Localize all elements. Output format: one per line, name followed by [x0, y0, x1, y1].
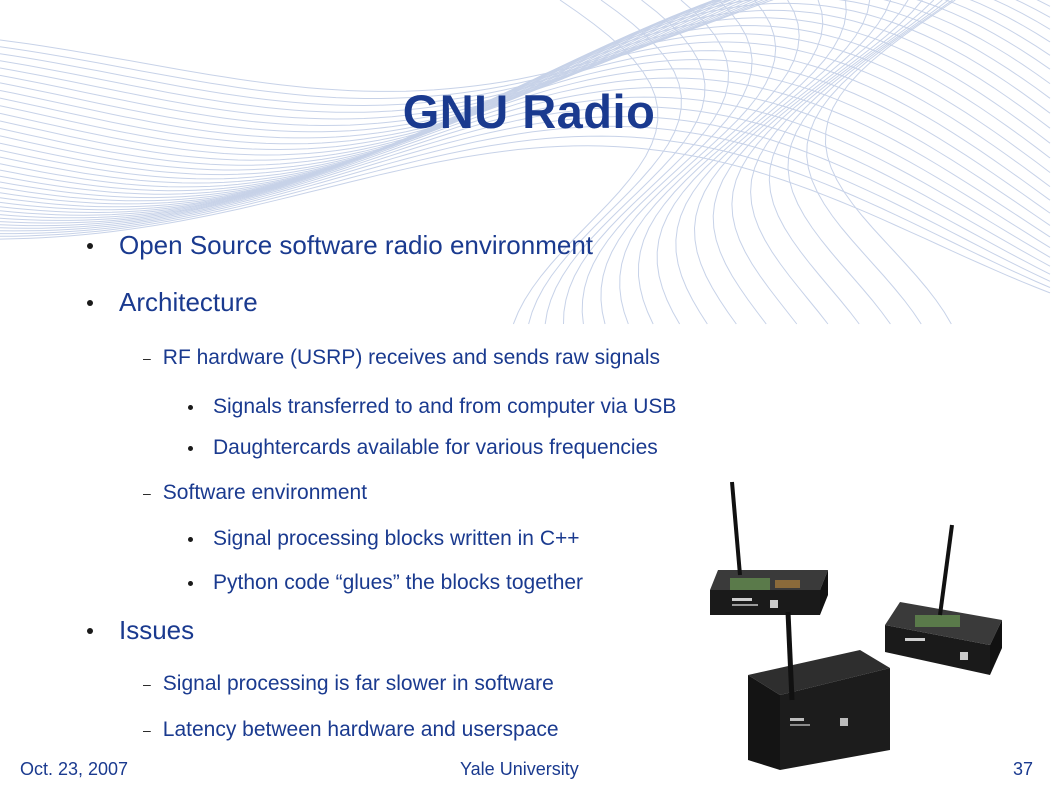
bullet-text: Open Source software radio environment: [119, 230, 594, 260]
wave-line: [656, 0, 847, 325]
wave-line: [0, 33, 1051, 208]
slide-title: GNU Radio: [402, 85, 656, 138]
wave-line: [600, 0, 777, 325]
bullet-text: Daughtercards available for various freq…: [213, 436, 658, 459]
bullet-item: Architecture: [87, 287, 258, 318]
bullet-text: Software environment: [162, 481, 368, 504]
wave-line: [581, 0, 753, 325]
bullet-text: Issues: [119, 615, 195, 645]
bullet-text: Architecture: [119, 287, 258, 317]
bullet-text: RF hardware (USRP) receives and sends ra…: [162, 346, 660, 369]
bullet-dot-icon: [87, 627, 93, 634]
usrp-devices-photo: [710, 481, 1002, 770]
bullet-dot-icon: [188, 536, 193, 542]
footer-org: Yale University: [460, 759, 579, 779]
bullet-text: Latency between hardware and userspace: [162, 718, 559, 741]
wave-line: [0, 96, 1051, 258]
wave-line: [0, 116, 1051, 275]
wave-line: [0, 50, 1051, 214]
wave-line: [750, 0, 935, 325]
bullet-dash-icon: –: [143, 676, 151, 692]
bullet-dot-icon: [87, 242, 93, 249]
bullet-text: Signal processing blocks written in C++: [213, 527, 580, 550]
wave-line: [619, 0, 800, 325]
wave-line: [787, 0, 949, 325]
wave-line: [637, 0, 824, 325]
wave-line: [731, 0, 923, 325]
usrp-device-front: [748, 611, 890, 770]
bullet-item: – Software environment: [143, 481, 367, 505]
wave-line: [0, 86, 1051, 249]
bullet-dot-icon: [188, 445, 193, 451]
usrp-device-right: [885, 524, 1002, 675]
bullet-item: – Signal processing is far slower in sof…: [143, 672, 554, 696]
wave-line: [0, 106, 1051, 267]
wave-line: [0, 68, 1051, 226]
bullet-text: Signal processing is far slower in softw…: [162, 672, 554, 695]
wave-line: [0, 0, 1051, 166]
bullet-item: Signal processing blocks written in C++: [188, 527, 580, 551]
bullet-item: – RF hardware (USRP) receives and sends …: [143, 346, 660, 370]
wave-line: [0, 77, 1051, 238]
wave-line: [0, 0, 1051, 161]
wave-line: [0, 41, 1051, 211]
bullet-text: Python code “glues” the blocks together: [213, 571, 584, 594]
footer-page-number: 37: [1013, 759, 1034, 779]
bullet-item: Signals transferred to and from computer…: [188, 395, 676, 419]
bullet-dash-icon: –: [143, 485, 151, 501]
wave-line: [0, 0, 1051, 176]
wave-line: [0, 135, 1051, 288]
wave-line: [824, 0, 956, 325]
bullet-dash-icon: –: [143, 350, 151, 366]
wave-line: [768, 0, 943, 325]
wave-line: [0, 58, 1051, 216]
wave-line: [712, 0, 909, 325]
wave-line: [0, 125, 1051, 282]
wave-line: [0, 145, 1051, 294]
wave-line: [806, 0, 953, 325]
bullet-item: Daughtercards available for various freq…: [188, 436, 658, 460]
wave-line: [528, 0, 682, 325]
wave-line: [0, 0, 770, 99]
bullet-item: Python code “glues” the blocks together: [188, 571, 583, 595]
wave-line: [544, 0, 706, 325]
bullet-item: Issues: [87, 615, 194, 646]
wave-line: [512, 0, 659, 325]
wave-line: [0, 0, 1051, 188]
bullet-dot-icon: [188, 404, 193, 410]
bullet-item: – Latency between hardware and userspace: [143, 718, 559, 742]
bullet-dot-icon: [87, 299, 93, 306]
bullet-dash-icon: –: [143, 722, 151, 738]
wave-line: [563, 0, 730, 325]
footer-date: Oct. 23, 2007: [20, 759, 129, 779]
bullet-item: Open Source software radio environment: [87, 230, 593, 261]
wave-line: [0, 0, 774, 92]
bullet-text: Signals transferred to and from computer…: [213, 395, 677, 418]
bullet-dot-icon: [188, 580, 193, 586]
wave-line: [675, 0, 871, 325]
wave-line: [693, 0, 892, 325]
usrp-device-left: [710, 481, 828, 615]
